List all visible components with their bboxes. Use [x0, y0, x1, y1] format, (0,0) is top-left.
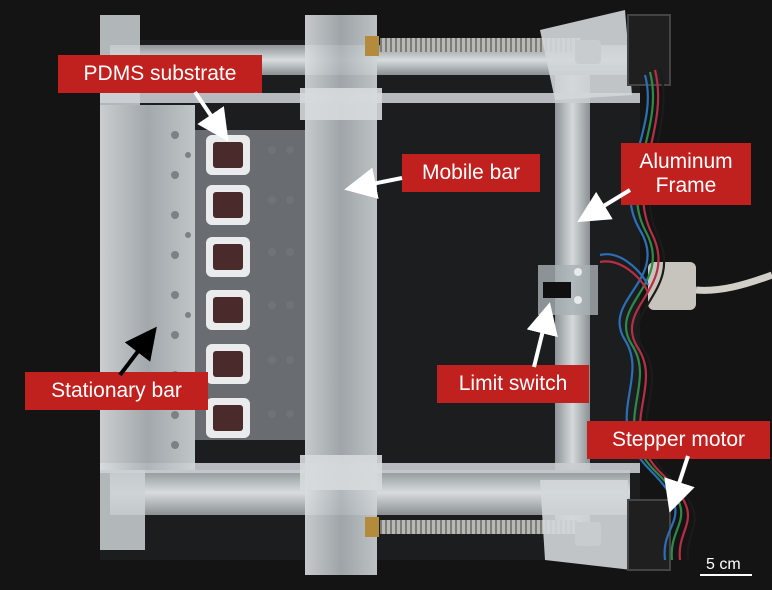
mobile-bar-carriage-top: [300, 88, 382, 120]
stationary-bar: [100, 105, 195, 470]
coupler-bottom: [575, 522, 601, 546]
limit-switch: [543, 282, 571, 298]
serial-cable: [695, 271, 772, 294]
coupler-top: [575, 40, 601, 64]
label-aluminum-frame: Aluminum Frame: [621, 143, 751, 206]
brass-nut-top: [365, 36, 379, 56]
label-pdms-substrate: PDMS substrate: [58, 55, 262, 94]
lead-screw-top: [380, 38, 580, 52]
stepper-motor-bottom: [627, 499, 671, 571]
serial-connector: [648, 262, 696, 310]
scale-bar-label: 5 cm: [706, 556, 741, 573]
scale-bar: [700, 574, 752, 576]
pdms-substrates: [206, 135, 250, 438]
label-limit-switch: Limit switch: [437, 365, 589, 404]
label-mobile-bar: Mobile bar: [402, 154, 540, 193]
end-plate-bottom-left: [100, 470, 145, 550]
label-stationary-bar: Stationary bar: [25, 372, 208, 411]
brass-nut-bottom: [365, 517, 379, 537]
substrate-tray: [195, 130, 305, 440]
lead-screw-bottom: [380, 520, 580, 534]
stepper-motor-top: [627, 14, 671, 86]
label-stepper-motor: Stepper motor: [587, 421, 770, 460]
mobile-bar-carriage-bottom: [300, 455, 382, 490]
clamp-screws: [268, 146, 294, 418]
